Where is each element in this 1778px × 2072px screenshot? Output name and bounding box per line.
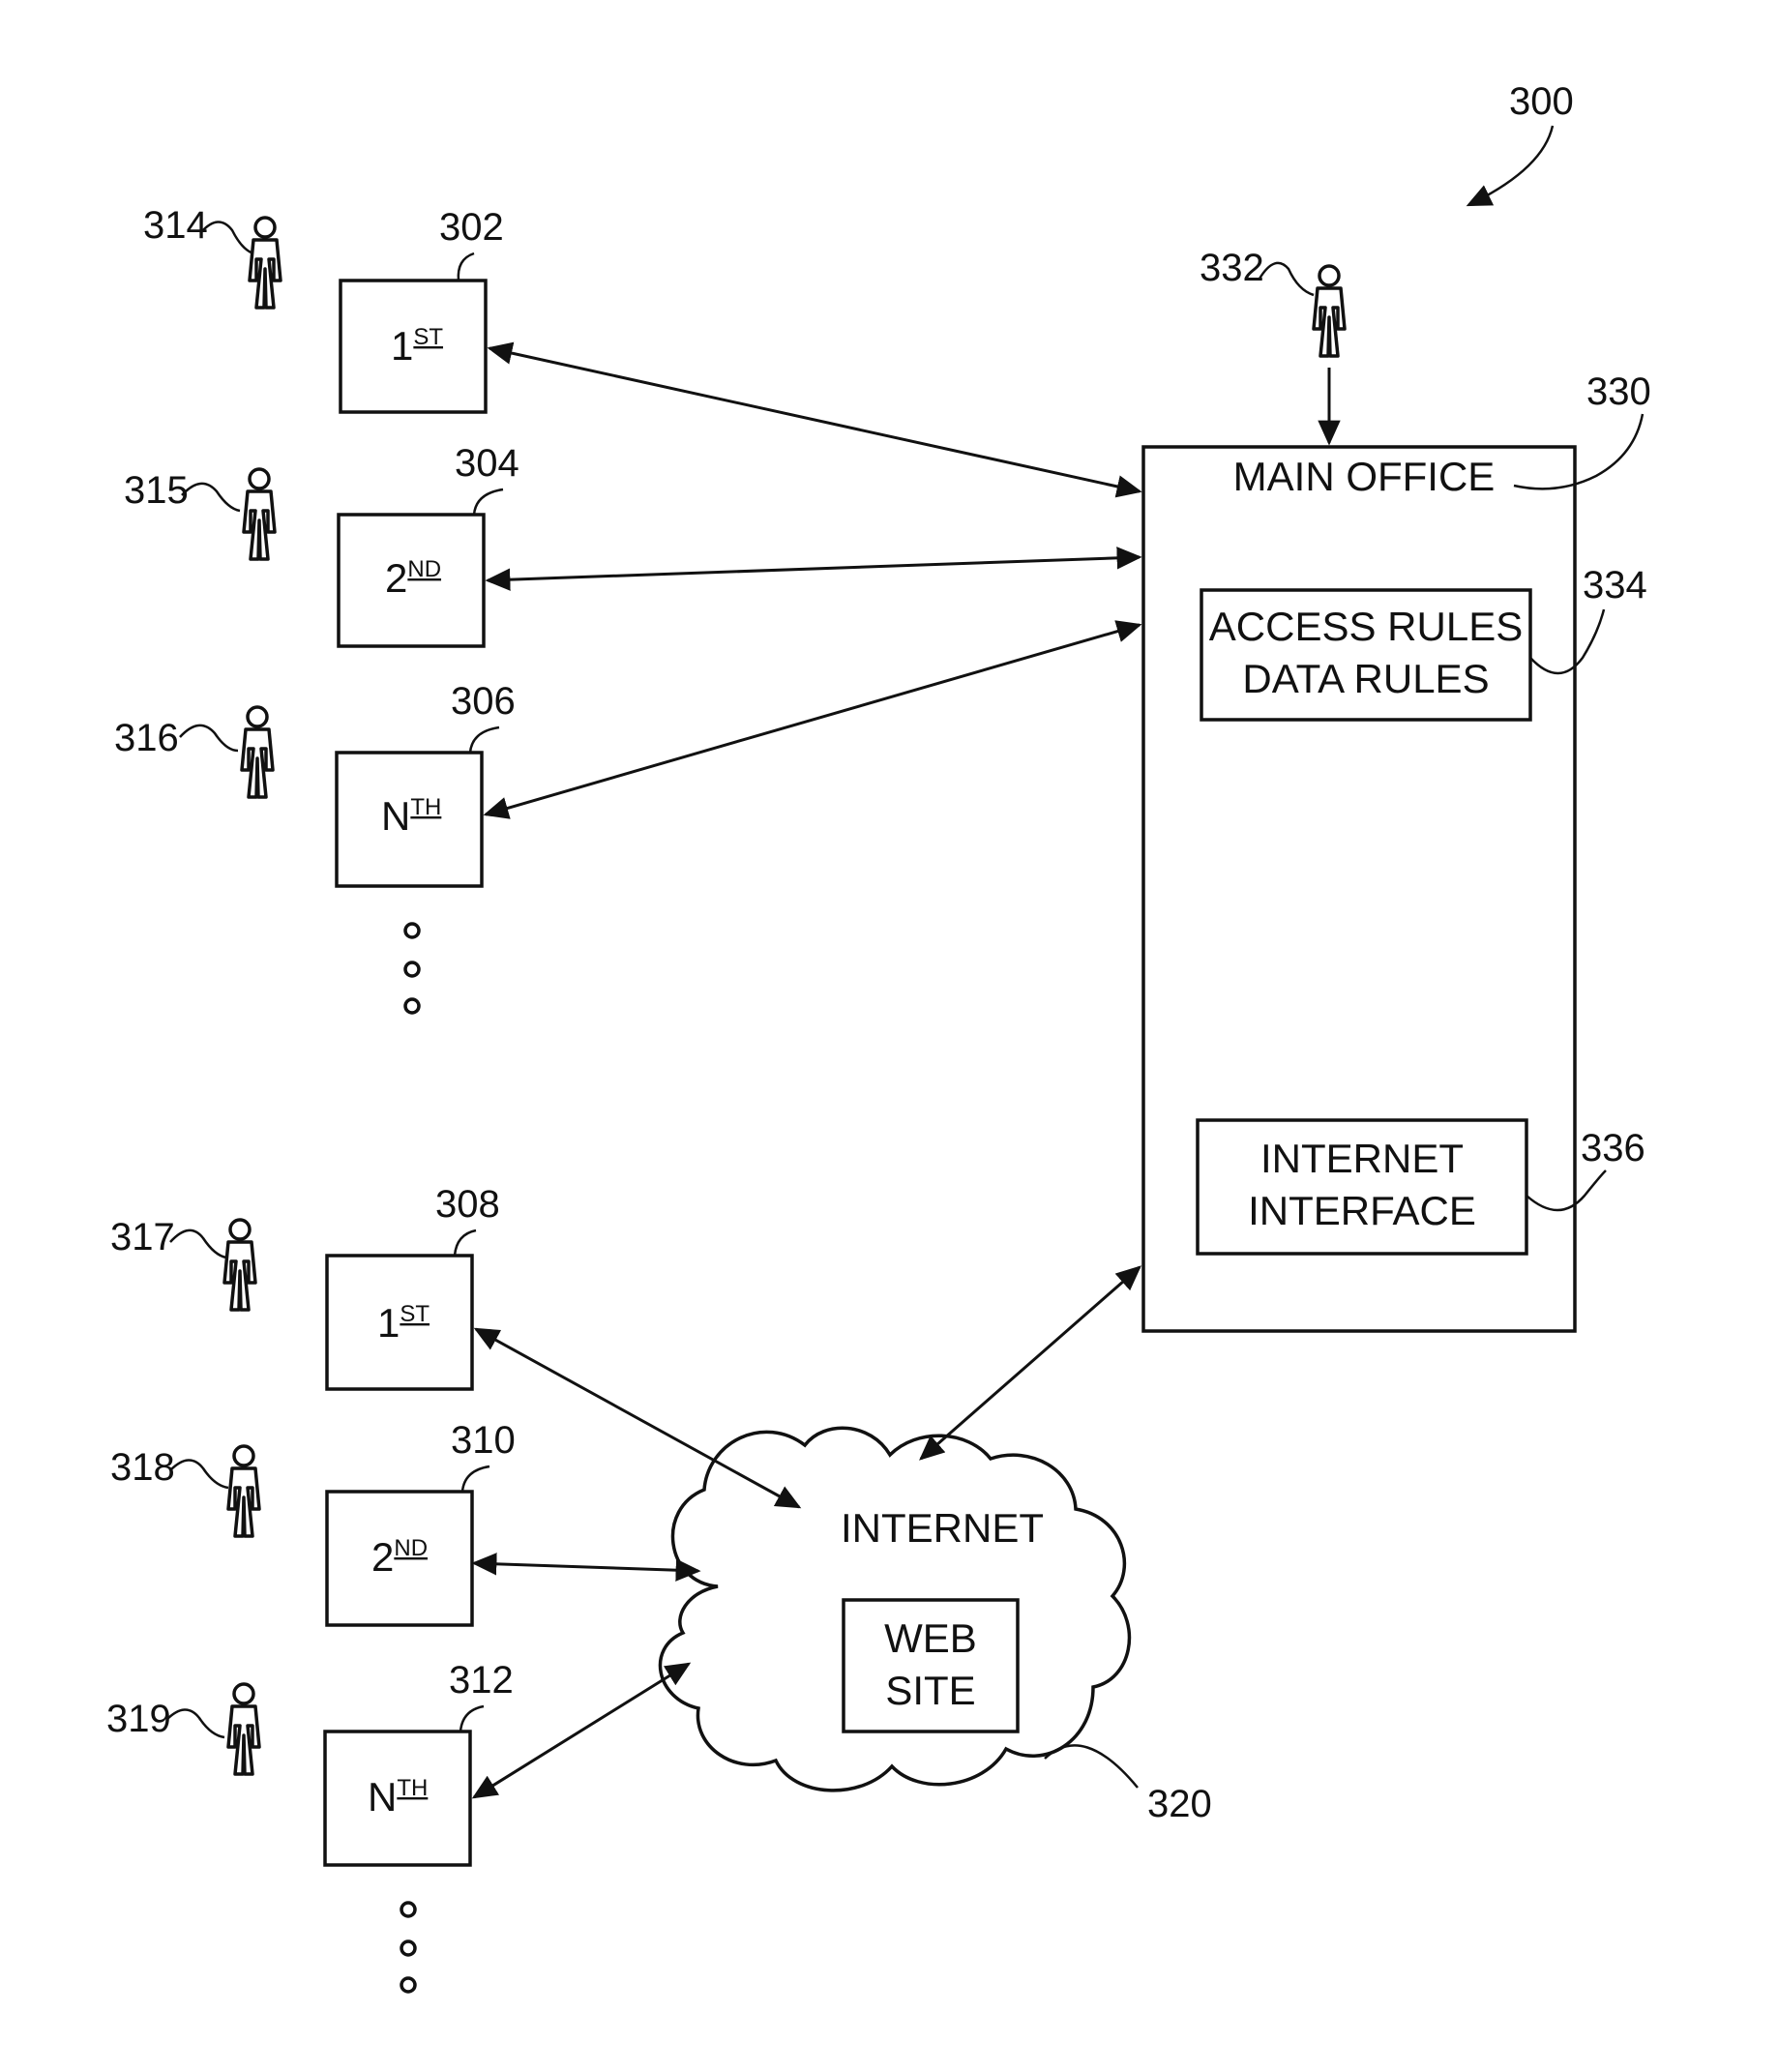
site-302-leader [459,253,474,281]
site-302-ref: 302 [439,206,504,249]
main-office-ref: 330 [1586,370,1651,413]
link-308-internet [476,1329,799,1507]
link-internet-main-office [921,1267,1140,1459]
internet-interface-line2: INTERFACE [1248,1188,1476,1233]
figure-ref-arrow [1468,126,1553,205]
site-312-base: N [368,1774,397,1820]
more-sites-dot [405,962,419,976]
site-308-base: 1 [377,1300,400,1346]
user-314-ref: 314 [143,204,208,247]
site-304-leader [474,489,503,515]
site-302-base: 1 [391,323,413,369]
site-310-ref: 310 [451,1419,516,1462]
site-304-sup: ND [407,556,441,582]
user-315-ref: 315 [124,469,189,512]
user-318-person-icon [228,1446,259,1536]
more-sites-dot [401,1941,415,1955]
internet-interface-line1: INTERNET [1260,1136,1464,1181]
site-310-base: 2 [371,1534,394,1580]
operator-leader [1259,263,1314,295]
site-310-sup: ND [394,1535,428,1561]
user-318-leader [170,1460,228,1488]
internet-ref: 320 [1147,1783,1212,1825]
user-316-leader [180,725,238,751]
site-306-leader [470,727,499,753]
site-304-base: 2 [385,555,407,601]
site-312-leader [460,1706,484,1732]
internet-interface-ref: 336 [1581,1127,1645,1169]
figure-ref-label: 300 [1509,80,1574,123]
more-sites-dot [405,999,419,1013]
user-317-person-icon [224,1220,255,1310]
rules-line2: DATA RULES [1242,656,1489,701]
user-315-leader [182,484,240,511]
user-315-person-icon [244,469,275,559]
user-316-ref: 316 [114,717,179,759]
rules-ref: 334 [1583,564,1647,607]
site-304-ref: 304 [455,442,519,485]
user-319-person-icon [228,1684,259,1774]
site-312-ref: 312 [449,1659,514,1702]
site-310-leader [462,1466,489,1492]
link-310-internet [474,1563,698,1571]
web-site-line1: WEB [884,1615,977,1661]
site-306-base: N [381,793,410,839]
link-304-main-office [488,557,1140,580]
link-306-main-office [486,625,1140,814]
site-306-ref: 306 [451,680,516,723]
user-314-leader [201,222,253,253]
user-317-leader [170,1230,226,1258]
user-318-ref: 318 [110,1446,175,1489]
site-308-sup: ST [400,1301,430,1327]
web-site-line2: SITE [885,1668,975,1713]
user-314-person-icon [250,218,281,308]
link-302-main-office [489,348,1140,491]
operator-person-icon [1314,266,1345,356]
internet-label: INTERNET [841,1505,1044,1551]
more-sites-dot [401,1903,415,1916]
site-306-sup: TH [410,794,441,820]
more-sites-dot [405,924,419,937]
main-office-title: MAIN OFFICE [1233,454,1496,499]
internet-leader [1045,1745,1138,1788]
site-308-leader [455,1230,476,1256]
user-319-ref: 319 [106,1698,171,1740]
rules-line1: ACCESS RULES [1209,604,1523,649]
operator-ref: 332 [1200,247,1264,289]
user-319-leader [166,1709,224,1737]
more-sites-dot [401,1978,415,1992]
site-312-sup: TH [397,1775,428,1801]
user-317-ref: 317 [110,1216,175,1258]
site-308-ref: 308 [435,1183,500,1226]
site-302-sup: ST [413,324,443,350]
user-316-person-icon [242,707,273,797]
